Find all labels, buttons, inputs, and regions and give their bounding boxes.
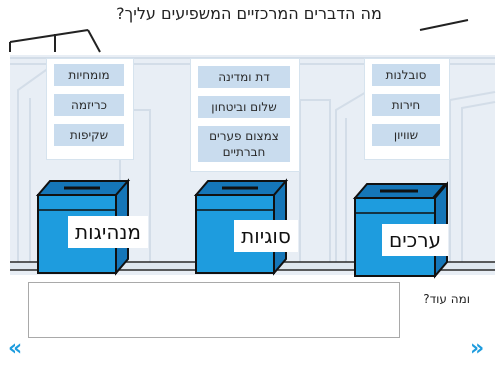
tag-freedom[interactable]: חירות <box>372 94 440 116</box>
tag-religion-state[interactable]: דת ומדינה <box>198 66 290 88</box>
more-input[interactable] <box>28 282 400 338</box>
tag-equality[interactable]: שוויון <box>372 124 440 146</box>
page-title: מה הדברים המרכזיים המשפיעים עליך? <box>116 4 382 23</box>
box-label-issues[interactable]: סוגיות <box>234 220 298 252</box>
tag-peace-security[interactable]: שלום וביטחון <box>198 96 290 118</box>
next-button[interactable]: » <box>470 336 485 361</box>
box-label-values[interactable]: ערכים <box>382 224 448 256</box>
tag-transparency[interactable]: שקיפות <box>54 124 124 146</box>
tag-social-gaps[interactable]: צמצום פערים חברתיים <box>198 126 290 162</box>
tag-charisma[interactable]: כריזמה <box>54 94 124 116</box>
more-label: ומה עוד? <box>423 292 470 306</box>
connector-lines <box>9 19 469 53</box>
tag-tolerance[interactable]: סובלנות <box>372 64 440 86</box>
box-label-leadership[interactable]: מנהיגות <box>68 216 148 248</box>
prev-button[interactable]: « <box>8 336 23 361</box>
tag-expertise[interactable]: מומחיות <box>54 64 124 86</box>
